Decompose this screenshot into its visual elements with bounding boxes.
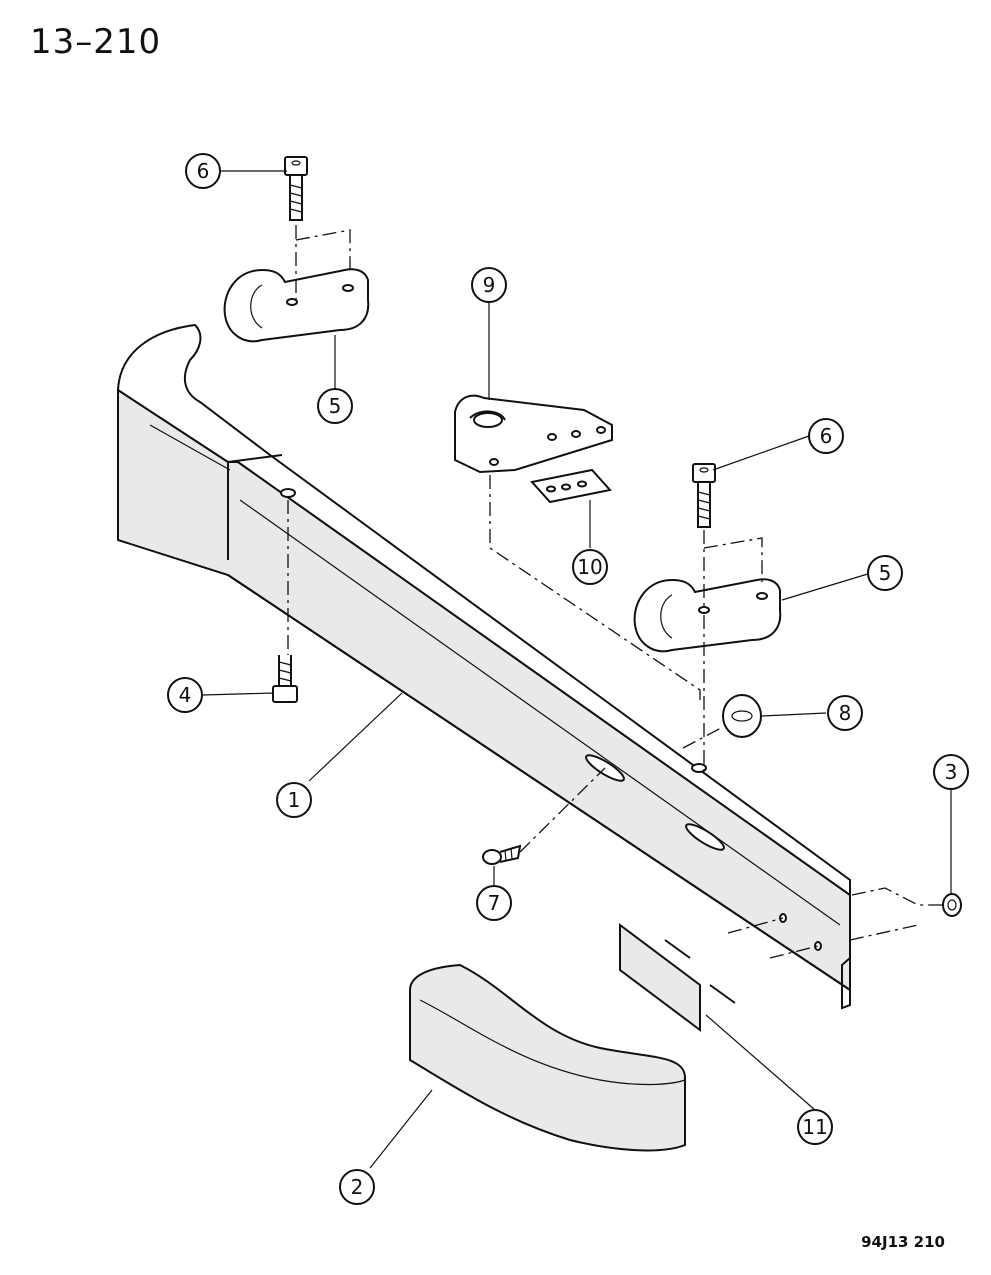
bolt-right (692, 463, 716, 528)
callout-6-left: 6 (185, 153, 221, 189)
backing-plate (530, 468, 612, 504)
svg-text:7: 7 (488, 891, 501, 915)
callout-7: 7 (476, 885, 512, 921)
tow-hook-left (223, 268, 370, 343)
page-number: 13–210 (30, 22, 162, 62)
callout-8: 8 (827, 695, 863, 731)
reinforcement-plate (619, 923, 736, 1032)
callout-10: 10 (572, 549, 608, 585)
callout-5-left: 5 (317, 388, 353, 424)
mounting-bracket (454, 394, 613, 474)
svg-text:3: 3 (945, 760, 958, 784)
screw (482, 844, 522, 865)
svg-text:6: 6 (197, 159, 210, 183)
grommet (722, 694, 762, 738)
svg-text:11: 11 (802, 1115, 827, 1139)
callout-6-right: 6 (808, 418, 844, 454)
svg-text:5: 5 (329, 394, 342, 418)
tow-hook-right (633, 578, 782, 653)
callout-4: 4 (167, 677, 203, 713)
callout-1: 1 (276, 782, 312, 818)
leader-lines (202, 170, 952, 1169)
nut (942, 893, 962, 917)
callout-2: 2 (339, 1169, 375, 1205)
callout-3: 3 (933, 754, 969, 790)
figure-code: 94J13 210 (861, 1233, 945, 1251)
svg-text:2: 2 (351, 1175, 364, 1199)
svg-text:10: 10 (577, 555, 602, 579)
callout-5-right: 5 (867, 555, 903, 591)
callout-9: 9 (471, 267, 507, 303)
bolt-left (284, 156, 308, 221)
bolt-lower (272, 655, 298, 703)
svg-text:1: 1 (288, 788, 301, 812)
svg-text:5: 5 (879, 561, 892, 585)
bumper-end-cap (409, 963, 686, 1152)
callout-11: 11 (797, 1109, 833, 1145)
svg-text:4: 4 (179, 683, 192, 707)
bumper-bar (116, 323, 851, 1010)
svg-text:6: 6 (820, 424, 833, 448)
assembly-lines (287, 225, 943, 959)
svg-text:8: 8 (839, 701, 852, 725)
svg-text:9: 9 (483, 273, 496, 297)
